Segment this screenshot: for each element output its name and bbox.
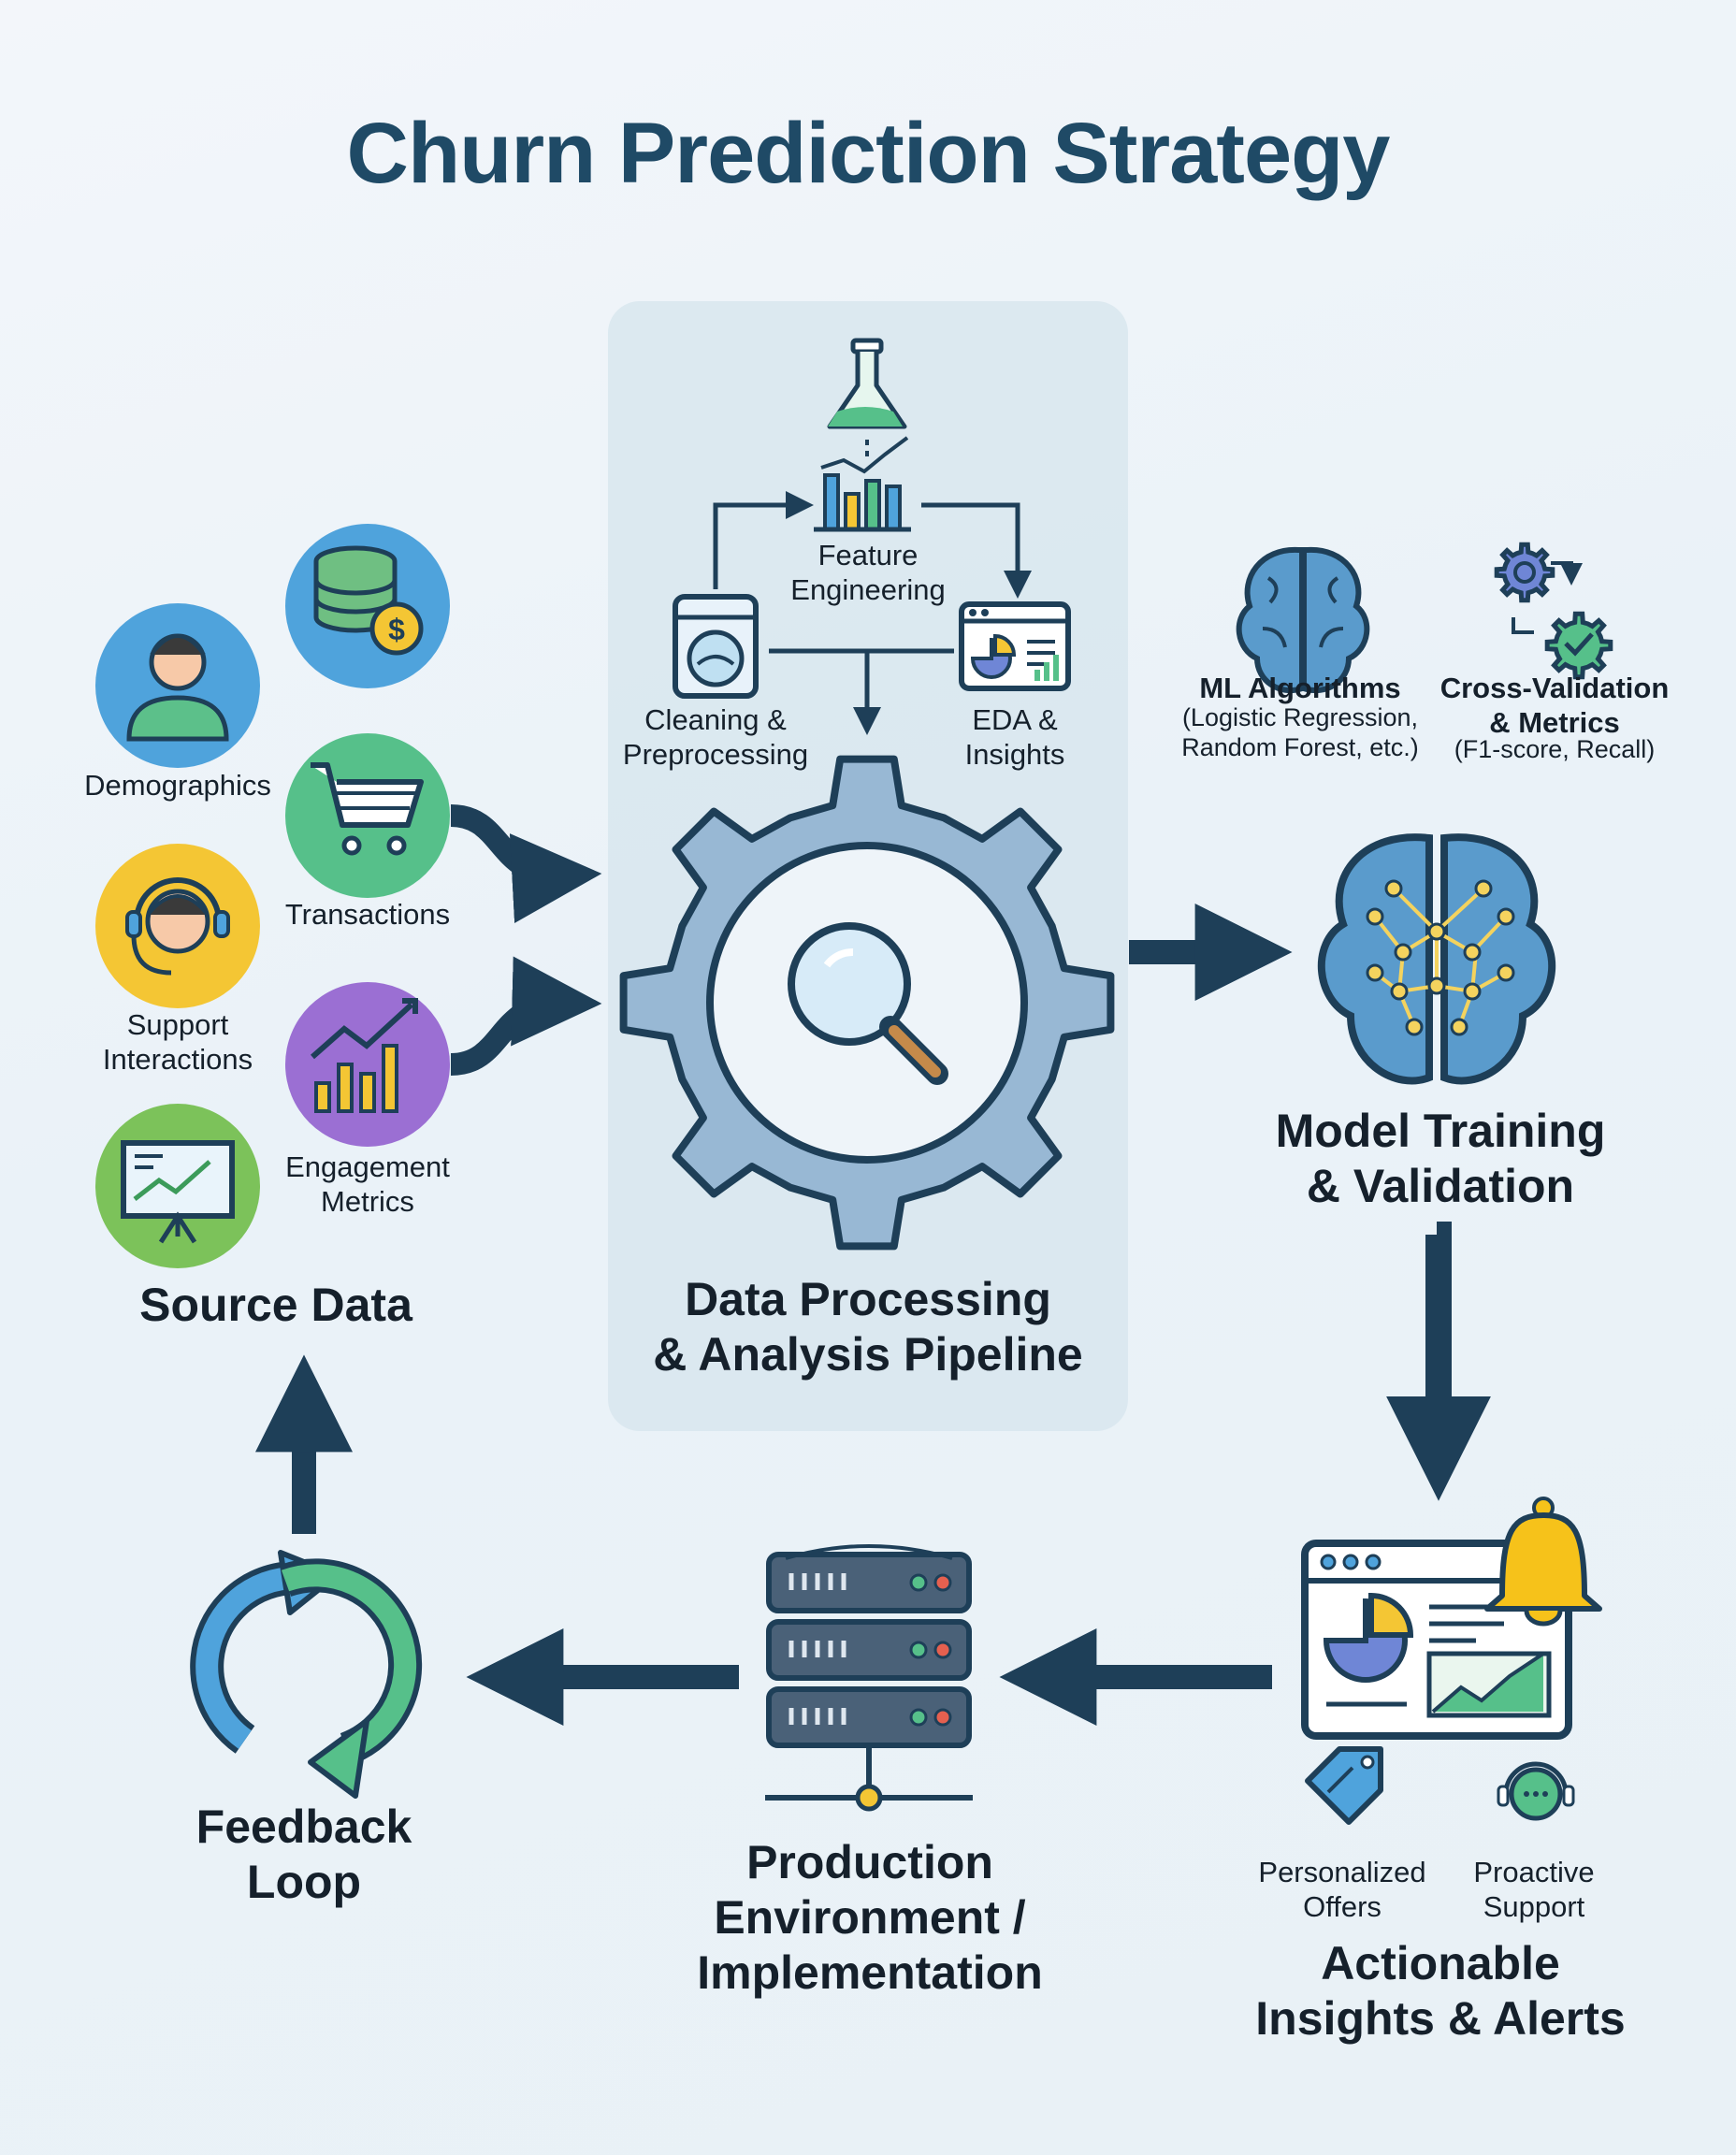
flask-icon: [827, 338, 907, 458]
cv-detail: (F1-score, Recall): [1454, 735, 1656, 763]
smallGear1-shape: [1494, 542, 1555, 603]
page-title: Churn Prediction Strategy: [346, 106, 1391, 201]
source-item-engagement: Engagement Metrics: [285, 1150, 450, 1218]
step-feature-engineering: Feature Engineering: [790, 539, 946, 606]
refresh-cycle-icon: [190, 1550, 423, 1799]
insight-support: Proactive Support: [1473, 1856, 1595, 1923]
server-rack-icon: [765, 1544, 973, 1812]
pipeline-heading: Data Processing & Analysis Pipeline: [653, 1273, 1083, 1381]
database-dollar-icon: $: [285, 524, 450, 688]
shopping-cart-icon: [285, 733, 450, 898]
ml-algorithms-detail: (Logistic Regression, Random Forest, etc…: [1181, 703, 1419, 761]
source-to-pipeline-arrow-2: [450, 956, 602, 1076]
person-icon: [95, 603, 260, 768]
step-cleaning: Cleaning & Preprocessing: [622, 703, 809, 771]
svg-text:$: $: [388, 613, 405, 646]
presentation-board-icon: [95, 1104, 260, 1268]
feature-chart-icon: [814, 436, 911, 532]
feature-to-eda-arrow: [921, 502, 1032, 599]
washer-cleaning-icon: [673, 594, 759, 699]
source-item-demographics: Demographics: [84, 769, 271, 802]
source-to-pipeline-arrow-1: [450, 804, 602, 923]
source-item-transactions: Transactions: [284, 898, 451, 931]
support-headset-icon: [1497, 1761, 1575, 1821]
brain-network-icon: [1318, 833, 1555, 1085]
growth-chart-icon: [285, 982, 450, 1147]
bell-alert-icon: [1484, 1497, 1602, 1627]
production-heading: Production Environment / Implementation: [697, 1836, 1043, 1999]
cv-title: Cross-Validation & Metrics: [1439, 672, 1670, 739]
headset-agent-icon: [95, 844, 260, 1008]
dashboard-insights-icon: [959, 601, 1071, 691]
feedback-heading: Feedback Loop: [195, 1801, 412, 1908]
cross-validation-gears-icon: [1494, 542, 1613, 680]
cleaning-to-feature-arrow: [713, 491, 814, 589]
price-tag-icon: [1305, 1746, 1383, 1825]
model-heading: Model Training & Validation: [1275, 1105, 1606, 1212]
small-brain-icon: [1236, 546, 1370, 693]
gear-magnifier-icon: [619, 755, 1115, 1251]
insight-offers: Personalized Offers: [1258, 1856, 1426, 1923]
source-heading: Source Data: [139, 1279, 412, 1331]
insights-heading: Actionable Insights & Alerts: [1255, 1937, 1626, 2045]
source-item-support: Support Interactions: [102, 1008, 253, 1076]
ml-algorithms-title: ML Algorithms: [1199, 672, 1401, 704]
step-eda: EDA & Insights: [964, 703, 1065, 771]
model-to-insights-arrow: [1386, 1222, 1491, 1501]
